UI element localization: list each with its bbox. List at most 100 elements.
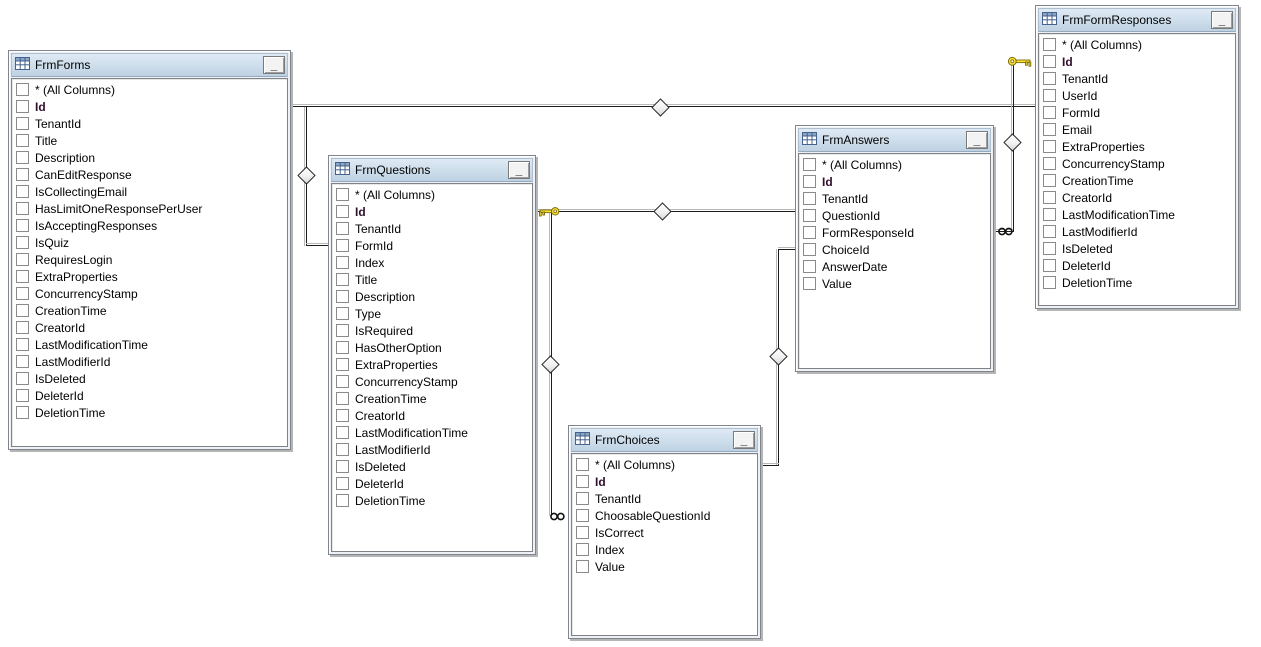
column-checkbox[interactable]: [576, 526, 589, 539]
column-checkbox[interactable]: [16, 321, 29, 334]
table-title-bar[interactable]: FrmFormResponses _: [1038, 8, 1236, 32]
column-checkbox[interactable]: [16, 355, 29, 368]
column-checkbox[interactable]: [336, 290, 349, 303]
column-checkbox[interactable]: [576, 560, 589, 573]
column-checkbox[interactable]: [336, 324, 349, 337]
column-checkbox[interactable]: [803, 175, 816, 188]
column-checkbox[interactable]: [336, 392, 349, 405]
column-checkbox[interactable]: [336, 222, 349, 235]
inner-join-diamond-icon[interactable]: [769, 347, 788, 366]
column-checkbox[interactable]: [1043, 157, 1056, 170]
column-row: HasLimitOneResponsePerUser: [12, 200, 287, 217]
column-checkbox[interactable]: [336, 494, 349, 507]
column-checkbox[interactable]: [1043, 225, 1056, 238]
infinity-icon: [997, 226, 1015, 237]
minimize-button[interactable]: _: [263, 56, 285, 74]
column-checkbox[interactable]: [1043, 140, 1056, 153]
table-title-bar[interactable]: FrmQuestions _: [331, 158, 533, 182]
column-label: * (All Columns): [822, 157, 903, 172]
column-checkbox[interactable]: [1043, 276, 1056, 289]
minimize-button[interactable]: _: [1211, 11, 1233, 29]
column-checkbox[interactable]: [16, 168, 29, 181]
column-row: CreatorId: [332, 407, 532, 424]
column-checkbox[interactable]: [336, 409, 349, 422]
column-checkbox[interactable]: [1043, 38, 1056, 51]
column-checkbox[interactable]: [16, 406, 29, 419]
column-checkbox[interactable]: [1043, 191, 1056, 204]
column-checkbox[interactable]: [16, 151, 29, 164]
join-line-answers-choices[interactable]: [778, 249, 797, 250]
column-checkbox[interactable]: [16, 304, 29, 317]
column-checkbox[interactable]: [336, 443, 349, 456]
column-checkbox[interactable]: [576, 492, 589, 505]
column-checkbox[interactable]: [336, 273, 349, 286]
column-checkbox[interactable]: [1043, 123, 1056, 136]
column-checkbox[interactable]: [16, 338, 29, 351]
column-checkbox[interactable]: [803, 209, 816, 222]
column-checkbox[interactable]: [16, 219, 29, 232]
column-checkbox[interactable]: [803, 158, 816, 171]
column-checkbox[interactable]: [336, 358, 349, 371]
column-checkbox[interactable]: [576, 543, 589, 556]
column-checkbox[interactable]: [803, 192, 816, 205]
join-line-forms-questions[interactable]: [306, 245, 332, 246]
column-checkbox[interactable]: [336, 341, 349, 354]
column-checkbox[interactable]: [336, 205, 349, 218]
inner-join-diamond-icon[interactable]: [297, 166, 316, 185]
column-checkbox[interactable]: [803, 243, 816, 256]
inner-join-diamond-icon[interactable]: [541, 355, 560, 374]
column-checkbox[interactable]: [16, 287, 29, 300]
column-row: FormResponseId: [799, 224, 990, 241]
column-checkbox[interactable]: [1043, 106, 1056, 119]
column-checkbox[interactable]: [16, 134, 29, 147]
column-checkbox[interactable]: [576, 458, 589, 471]
column-label: AnswerDate: [822, 259, 888, 274]
column-checkbox[interactable]: [16, 117, 29, 130]
column-checkbox[interactable]: [16, 202, 29, 215]
table-title-bar[interactable]: FrmAnswers _: [798, 128, 991, 152]
column-checkbox[interactable]: [803, 226, 816, 239]
column-checkbox[interactable]: [336, 477, 349, 490]
inner-join-diamond-icon[interactable]: [1003, 133, 1022, 152]
column-checkbox[interactable]: [576, 475, 589, 488]
column-checkbox[interactable]: [16, 270, 29, 283]
minimize-button[interactable]: _: [966, 131, 988, 149]
column-checkbox[interactable]: [16, 372, 29, 385]
column-checkbox[interactable]: [1043, 174, 1056, 187]
column-checkbox[interactable]: [16, 185, 29, 198]
column-checkbox[interactable]: [803, 260, 816, 273]
column-checkbox[interactable]: [803, 277, 816, 290]
column-checkbox[interactable]: [1043, 89, 1056, 102]
column-checkbox[interactable]: [16, 100, 29, 113]
column-checkbox[interactable]: [16, 236, 29, 249]
inner-join-diamond-icon[interactable]: [651, 98, 670, 117]
column-checkbox[interactable]: [576, 509, 589, 522]
column-label: ConcurrencyStamp: [35, 286, 138, 301]
column-checkbox[interactable]: [336, 188, 349, 201]
table-title-bar[interactable]: FrmForms _: [11, 53, 288, 77]
inner-join-diamond-icon[interactable]: [653, 202, 672, 221]
column-checkbox[interactable]: [336, 256, 349, 269]
column-label: * (All Columns): [1062, 37, 1143, 52]
column-checkbox[interactable]: [336, 426, 349, 439]
column-checkbox[interactable]: [16, 253, 29, 266]
table-icon: [335, 162, 350, 178]
table-title-bar[interactable]: FrmChoices _: [571, 428, 758, 452]
column-checkbox[interactable]: [1043, 208, 1056, 221]
column-checkbox[interactable]: [1043, 242, 1056, 255]
column-checkbox[interactable]: [336, 460, 349, 473]
column-checkbox[interactable]: [336, 239, 349, 252]
column-checkbox[interactable]: [1043, 259, 1056, 272]
column-checkbox[interactable]: [16, 389, 29, 402]
join-line-answers-choices[interactable]: [761, 465, 779, 466]
column-checkbox[interactable]: [1043, 72, 1056, 85]
minimize-button[interactable]: _: [508, 161, 530, 179]
minimize-button[interactable]: _: [733, 431, 755, 449]
column-label: Value: [822, 276, 852, 291]
column-checkbox[interactable]: [336, 307, 349, 320]
column-checkbox[interactable]: [1043, 55, 1056, 68]
column-checkbox[interactable]: [16, 83, 29, 96]
column-label: ConcurrencyStamp: [355, 374, 458, 389]
join-line-answers-formresponses[interactable]: [993, 231, 1014, 232]
column-checkbox[interactable]: [336, 375, 349, 388]
